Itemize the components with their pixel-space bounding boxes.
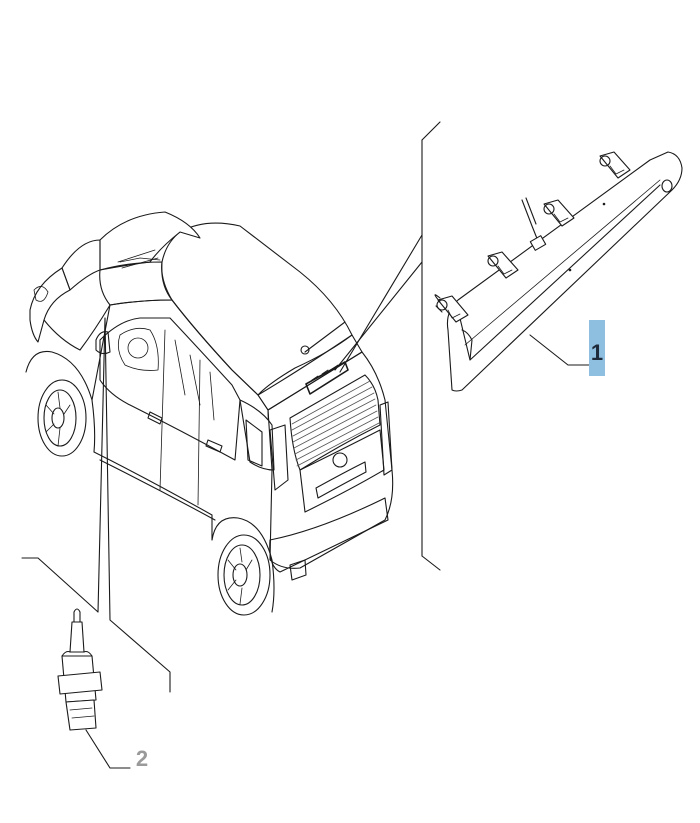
rear-wheel bbox=[217, 534, 271, 616]
brake-switch-part bbox=[57, 608, 131, 769]
callout-1[interactable]: 1 bbox=[589, 320, 605, 376]
rear-window bbox=[289, 374, 381, 471]
clip-right bbox=[599, 151, 631, 179]
third-brake-light-part bbox=[434, 151, 683, 392]
leader-lines bbox=[21, 121, 441, 693]
clip-left bbox=[434, 294, 469, 323]
clip-upper bbox=[543, 199, 575, 227]
callout-2-number: 2 bbox=[136, 746, 148, 771]
car-drawing bbox=[25, 211, 394, 616]
callout-2[interactable]: 2 bbox=[136, 746, 148, 771]
callout-1-number: 1 bbox=[591, 340, 603, 365]
front-wheel bbox=[37, 379, 87, 457]
clip-mid bbox=[487, 251, 519, 279]
callout-1-highlight bbox=[589, 320, 605, 376]
